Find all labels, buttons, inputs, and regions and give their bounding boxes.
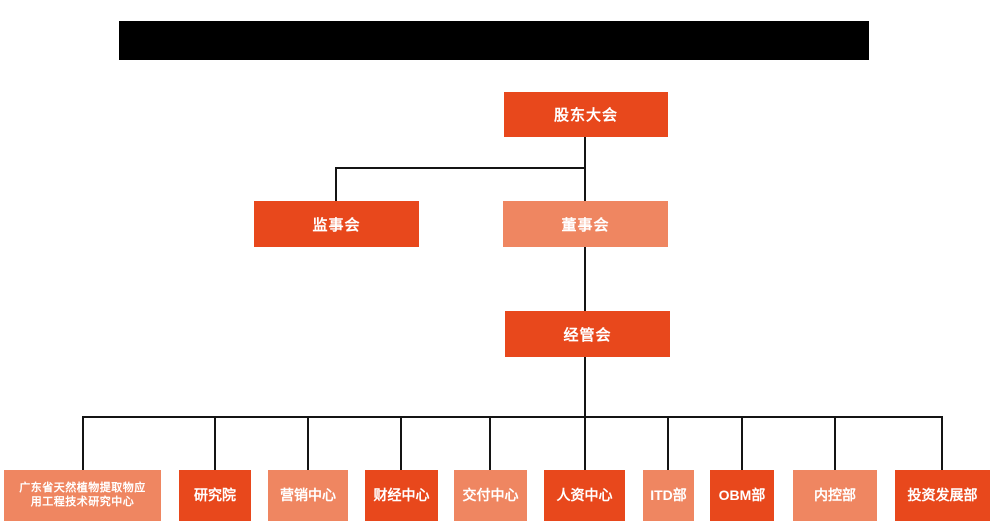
org-node-marketing-center: 营销中心 bbox=[268, 470, 348, 521]
org-node-hr-center: 人资中心 bbox=[544, 470, 625, 521]
connector-drop-itd-dept bbox=[667, 416, 669, 470]
connector-management-drop bbox=[584, 357, 586, 470]
connector-board-to-management bbox=[584, 247, 586, 311]
org-node-supervisory-board: 监事会 bbox=[254, 201, 419, 247]
connector-drop-research-center bbox=[82, 416, 84, 470]
connector-root-vertical bbox=[584, 137, 586, 203]
org-node-internal-control-dept: 内控部 bbox=[793, 470, 877, 521]
redacted-title-bar bbox=[119, 21, 869, 60]
org-node-delivery-center: 交付中心 bbox=[454, 470, 527, 521]
org-node-finance-center: 财经中心 bbox=[365, 470, 438, 521]
connector-drop-delivery-center bbox=[489, 416, 491, 470]
connector-drop-obm-dept bbox=[741, 416, 743, 470]
connector-departments-horizontal bbox=[82, 416, 943, 418]
connector-drop-research-institute bbox=[214, 416, 216, 470]
org-node-management-committee: 经管会 bbox=[505, 311, 670, 357]
connector-level2-horizontal bbox=[335, 167, 586, 169]
org-node-provincial-research-center: 广东省天然植物提取物应用工程技术研究中心 bbox=[4, 470, 161, 521]
connector-drop-marketing-center bbox=[307, 416, 309, 470]
connector-supervisory-drop bbox=[335, 167, 337, 202]
org-node-itd-dept: ITD部 bbox=[643, 470, 694, 521]
org-node-investment-development-dept: 投资发展部 bbox=[895, 470, 990, 521]
connector-drop-finance-center bbox=[400, 416, 402, 470]
org-node-obm-dept: OBM部 bbox=[710, 470, 774, 521]
org-node-board-of-directors: 董事会 bbox=[503, 201, 668, 247]
org-node-research-institute: 研究院 bbox=[179, 470, 251, 521]
org-node-shareholders-meeting: 股东大会 bbox=[504, 92, 668, 137]
connector-drop-internal-control-dept bbox=[834, 416, 836, 470]
connector-drop-investment-dev-dept bbox=[941, 416, 943, 470]
